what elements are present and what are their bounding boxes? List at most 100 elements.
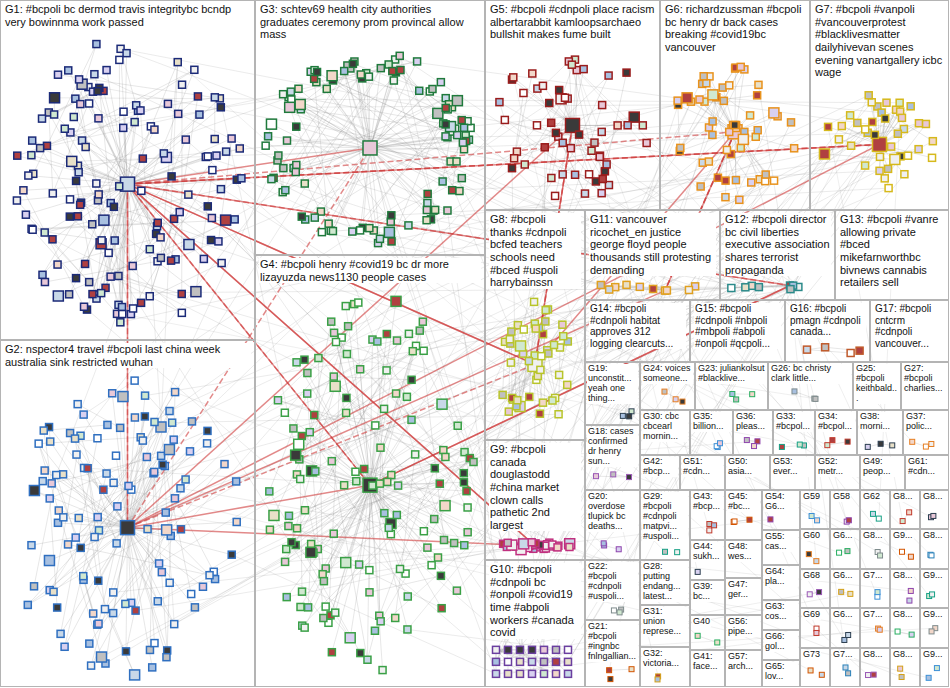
avatar-vertex <box>341 68 348 75</box>
avatar-vertex <box>31 583 38 590</box>
avatar-vertex <box>663 549 668 554</box>
avatar-vertex <box>14 152 21 159</box>
avatar-vertex <box>168 257 175 264</box>
network-link <box>395 59 547 350</box>
avatar-vertex <box>329 228 336 235</box>
avatar-vertex <box>591 139 598 146</box>
avatar-vertex <box>862 162 869 169</box>
avatar-vertex <box>283 594 290 601</box>
network-link <box>23 190 84 306</box>
network-link <box>307 373 370 485</box>
avatar-vertex <box>74 401 81 408</box>
network-link <box>766 122 791 174</box>
network-link <box>680 102 704 148</box>
avatar-vertex <box>629 409 634 414</box>
avatar-vertex <box>331 329 338 336</box>
avatar-vertex <box>54 71 61 78</box>
avatar-vertex <box>67 196 74 203</box>
avatar-vertex <box>121 521 135 535</box>
avatar-vertex <box>330 381 340 391</box>
avatar-vertex <box>385 524 392 531</box>
avatar-vertex <box>132 607 139 614</box>
avatar-vertex <box>623 69 630 76</box>
avatar-vertex <box>726 128 733 135</box>
avatar-vertex <box>285 523 292 530</box>
avatar-vertex <box>86 100 93 107</box>
avatar-vertex <box>568 61 575 68</box>
avatar-vertex <box>598 190 605 197</box>
avatar-vertex <box>103 67 110 74</box>
avatar-vertex <box>288 539 295 546</box>
avatar-vertex <box>788 119 795 126</box>
avatar-vertex <box>50 93 60 103</box>
avatar-vertex <box>580 66 587 73</box>
avatar-vertex <box>47 438 54 445</box>
avatar-vertex <box>907 598 912 603</box>
avatar-vertex <box>131 414 138 421</box>
network-link <box>370 340 372 486</box>
avatar-vertex <box>715 640 720 645</box>
avatar-vertex <box>221 215 231 225</box>
avatar-vertex <box>572 171 579 178</box>
avatar-vertex <box>883 99 890 106</box>
avatar-vertex <box>627 414 632 419</box>
avatar-vertex <box>409 348 416 355</box>
avatar-vertex <box>865 92 872 99</box>
network-link <box>44 425 108 431</box>
avatar-vertex <box>178 309 185 316</box>
network-link <box>128 528 168 651</box>
avatar-vertex <box>845 549 850 554</box>
network-link <box>328 338 341 623</box>
network-link <box>159 290 609 564</box>
avatar-vertex <box>54 261 61 268</box>
avatar-vertex <box>191 66 198 73</box>
network-link <box>128 184 791 285</box>
avatar-vertex <box>41 467 48 474</box>
avatar-vertex <box>366 567 373 574</box>
avatar-vertex <box>552 129 559 136</box>
avatar-vertex <box>391 296 401 306</box>
network-link <box>174 288 731 624</box>
network-link <box>332 461 397 515</box>
avatar-vertex <box>532 325 539 332</box>
network-link <box>392 241 504 543</box>
avatar-vertex <box>865 444 870 449</box>
network-link <box>370 81 394 148</box>
avatar-vertex <box>847 112 854 119</box>
avatar-vertex <box>274 397 281 404</box>
avatar-vertex <box>170 436 177 443</box>
avatar-vertex <box>747 112 754 119</box>
avatar-vertex <box>629 667 634 672</box>
avatar-vertex <box>44 556 54 566</box>
avatar-vertex <box>218 260 225 267</box>
network-link <box>269 491 360 653</box>
avatar-vertex <box>40 427 47 434</box>
avatar-vertex <box>517 646 524 653</box>
avatar-vertex <box>93 180 100 187</box>
network-link <box>370 485 457 591</box>
avatar-vertex <box>896 99 903 106</box>
avatar-vertex <box>464 529 471 536</box>
network-link <box>301 485 370 607</box>
avatar-vertex <box>559 139 566 146</box>
avatar-vertex <box>424 544 431 551</box>
avatar-vertex <box>929 629 934 634</box>
avatar-vertex <box>54 604 61 611</box>
avatar-vertex <box>616 547 621 552</box>
avatar-vertex <box>528 539 535 546</box>
avatar-vertex <box>517 670 524 677</box>
avatar-vertex <box>454 132 461 139</box>
avatar-vertex <box>393 511 400 518</box>
avatar-vertex <box>298 213 305 220</box>
avatar-vertex <box>627 475 632 480</box>
network-link <box>128 184 204 259</box>
avatar-vertex <box>408 376 415 383</box>
avatar-vertex <box>662 389 667 394</box>
avatar-vertex <box>901 171 908 178</box>
network-link <box>391 188 888 215</box>
avatar-vertex <box>825 123 832 130</box>
network-link <box>558 112 901 548</box>
avatar-vertex <box>560 333 567 340</box>
avatar-vertex <box>171 215 178 222</box>
avatar-vertex <box>319 571 326 578</box>
